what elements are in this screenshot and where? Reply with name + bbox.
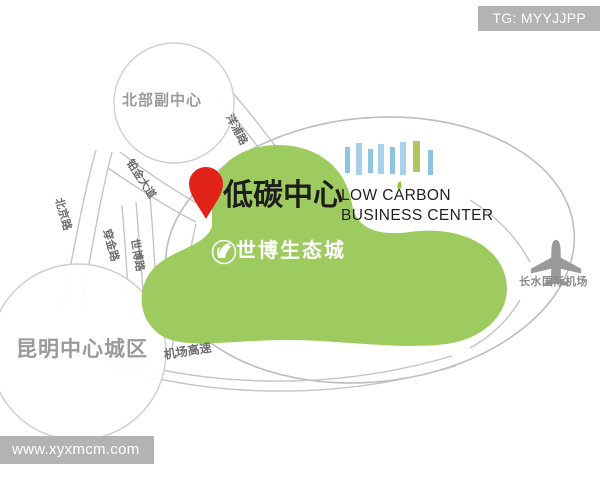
watermark-bottom-left: www.xyxmcm.com — [0, 436, 154, 464]
low-carbon-logo-icon — [345, 141, 441, 179]
poi-en-letter-a: A — [393, 181, 405, 204]
poi-label-changshui-airport: 长水国际机场 — [519, 276, 588, 288]
poi-en-a-letter: A — [393, 187, 405, 204]
poi-en-line2: BUSINESS CENTER — [341, 207, 494, 225]
eco-city-emblem — [211, 239, 237, 265]
watermark-top-right: TG: MYYJJPP — [478, 6, 600, 31]
poi-en-line1-pre: LOW C — [341, 187, 394, 204]
district-label-north-sub-center: 北部副中心 — [122, 92, 203, 109]
poi-label-low-carbon-center-cn: 低碳中心 — [223, 179, 343, 212]
eco-city-blob — [141, 144, 507, 346]
district-label-kunming-central-urban: 昆明中心城区 — [16, 338, 148, 361]
map-pin-marker — [189, 167, 223, 219]
eco-city-wordmark: 世博生态城 — [236, 238, 346, 262]
poi-en-line1-post: RBON — [404, 187, 451, 204]
district-circle-north — [113, 42, 235, 164]
airplane-icon — [530, 239, 582, 287]
